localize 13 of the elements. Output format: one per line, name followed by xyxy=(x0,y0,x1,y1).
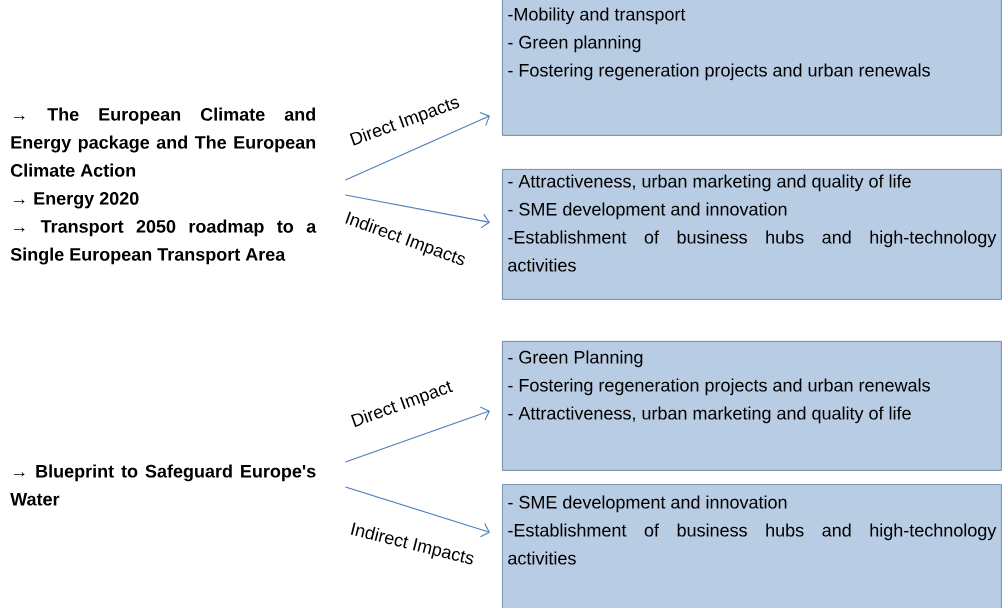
arrow xyxy=(344,194,490,229)
impact-box: -Mobility and transport - Green planning - Fostering regeneration projects and urban renewals xyxy=(502,0,1002,136)
arrow xyxy=(344,406,490,463)
impact-box: - SME development and innovation -Establishment of business hubs and high-technology activities xyxy=(502,484,1002,608)
policy-text: → The European Climate and Energy package and The European Climate Action → Energy 2020 → Transport 2050 roadmap to a Single European Transport Area xyxy=(10,107,317,265)
edge-label: Direct Impacts xyxy=(349,98,460,146)
arrow xyxy=(344,112,490,181)
impact-box: - Green Planning - Fostering regeneration projects and urban renewals - Attractiveness, urban marketing and quality of life xyxy=(502,341,1002,471)
arrow xyxy=(344,486,490,538)
edge-label: Direct Impact xyxy=(350,381,454,427)
policy-text: → Blueprint to Safeguard Europe's Water xyxy=(10,464,316,506)
impact-box: - Attractiveness, urban marketing and quality of life - SME development and innovation -Establishment of business hubs and high-technology activities xyxy=(502,169,1002,300)
edge-label: Indirect Impacts xyxy=(350,522,474,565)
